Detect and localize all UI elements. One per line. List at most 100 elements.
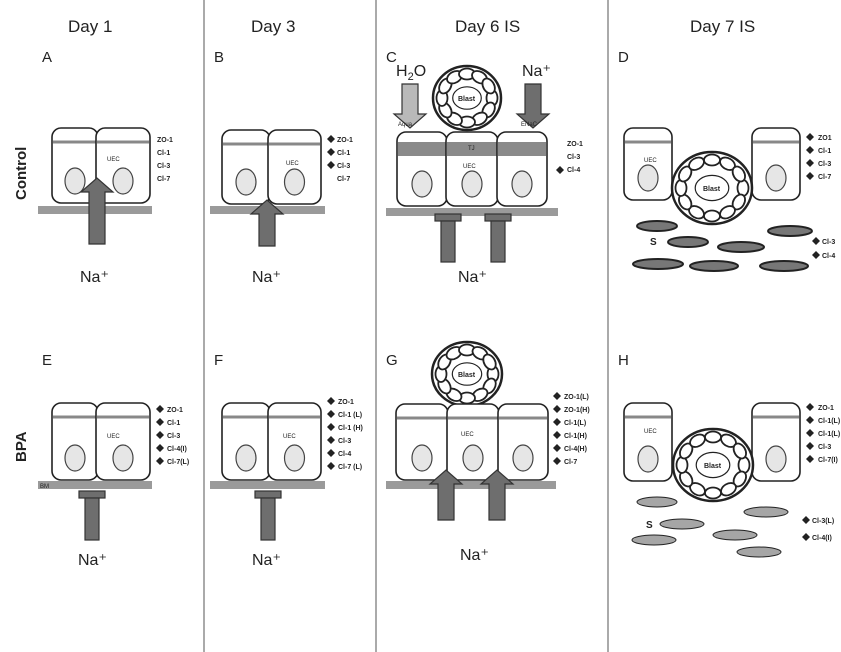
marker-f-1: Cl-1 (L) bbox=[338, 412, 362, 419]
diamond-h-4 bbox=[806, 455, 814, 463]
row-label-bpa: BPA bbox=[13, 431, 30, 462]
trophoblast-cell bbox=[703, 209, 721, 223]
nucleus bbox=[765, 164, 787, 192]
cell-body bbox=[751, 127, 801, 201]
ion-label-c: Na⁺ bbox=[458, 269, 487, 286]
diamond-h-0 bbox=[806, 403, 814, 411]
marker-e-3: Cl-4(I) bbox=[167, 446, 187, 453]
arrow-c-na bbox=[515, 83, 551, 129]
marker-f-4: Cl-4 bbox=[338, 451, 351, 458]
diamond-h-2 bbox=[806, 429, 814, 437]
stroma-h-1 bbox=[636, 496, 678, 508]
inner-cell-mass bbox=[695, 451, 731, 479]
arrow-g-up-1 bbox=[428, 469, 464, 521]
cell-d-1 bbox=[623, 127, 673, 201]
diamond-f-2 bbox=[327, 423, 335, 431]
channel-stem bbox=[440, 220, 456, 263]
marker-f-3: Cl-3 bbox=[338, 438, 351, 445]
diamond-f-5 bbox=[327, 462, 335, 470]
diamond-d-2 bbox=[806, 159, 814, 167]
cell-label-c: UEC bbox=[463, 164, 476, 170]
marker-e-4: Cl-7(L) bbox=[167, 459, 189, 466]
nucleus bbox=[235, 444, 257, 472]
channel-stem bbox=[84, 497, 100, 541]
channel-cap bbox=[484, 213, 512, 222]
marker-e-2: Cl-3 bbox=[167, 433, 180, 440]
arrow-a-up bbox=[79, 177, 115, 245]
stroma-d-2 bbox=[767, 225, 813, 237]
cell-body bbox=[497, 403, 549, 481]
header-day-1: Day 1 bbox=[68, 17, 112, 36]
stroma-label-d: S bbox=[650, 237, 657, 248]
diamond-g-1 bbox=[553, 405, 561, 413]
marker-c-1: Cl-3 bbox=[567, 154, 580, 161]
cell-h-1 bbox=[623, 402, 673, 482]
header-day-6-is: Day 6 IS bbox=[455, 17, 520, 36]
panel-label-g: G bbox=[386, 352, 398, 369]
diamond-f-3 bbox=[327, 436, 335, 444]
channel-cap bbox=[254, 490, 282, 499]
marker-a-0: ZO-1 bbox=[157, 137, 173, 144]
blast-h: Blast bbox=[671, 427, 755, 503]
trophoblast-cell bbox=[731, 165, 746, 183]
marker-b-2: Cl-3 bbox=[337, 163, 350, 170]
trophoblast-cell bbox=[703, 153, 721, 167]
cell-label-b: UEC bbox=[286, 161, 299, 167]
stroma-marker-d-1: Cl-4 bbox=[822, 253, 835, 260]
nucleus bbox=[637, 164, 659, 192]
cell-b-2 bbox=[267, 129, 322, 205]
header-day-3: Day 3 bbox=[251, 17, 295, 36]
diamond-g-0 bbox=[553, 392, 561, 400]
water-label-c: H2O bbox=[396, 63, 426, 83]
stroma-d-3 bbox=[667, 236, 709, 248]
cell-label-d: UEC bbox=[644, 158, 657, 164]
tight-junction-band bbox=[398, 142, 446, 156]
channel-e bbox=[78, 490, 106, 541]
trophoblast-cell bbox=[704, 486, 722, 500]
stroma-h-2 bbox=[743, 506, 789, 518]
marker-h-2: Cl-1(L) bbox=[818, 431, 840, 438]
cell-f-2 bbox=[267, 402, 322, 481]
cell-h-2 bbox=[751, 402, 801, 482]
channel-stem bbox=[260, 497, 276, 541]
nucleus bbox=[462, 444, 484, 472]
marker-g-5: Cl-7 bbox=[564, 459, 577, 466]
marker-g-0: ZO-1(L) bbox=[564, 394, 589, 401]
diamond-e-1 bbox=[156, 418, 164, 426]
marker-d-2: Cl-3 bbox=[818, 161, 831, 168]
cell-label-f: UEC bbox=[283, 434, 296, 440]
trophoblast-cell bbox=[675, 456, 689, 474]
channel-stem bbox=[490, 220, 506, 263]
blast-label: Blast bbox=[703, 186, 721, 193]
cell-body bbox=[95, 127, 151, 204]
nucleus bbox=[235, 168, 257, 196]
channel-cap bbox=[434, 213, 462, 222]
nucleus bbox=[512, 444, 534, 472]
diamond-d-0 bbox=[806, 133, 814, 141]
nucleus bbox=[765, 445, 787, 473]
inner-cell-mass bbox=[694, 174, 730, 202]
nucleus bbox=[637, 445, 659, 473]
nucleus bbox=[411, 170, 433, 198]
blast-c: Blast bbox=[431, 64, 503, 132]
panel-label-c: C bbox=[386, 49, 397, 66]
membrane-g bbox=[386, 481, 556, 489]
membrane-f bbox=[210, 481, 325, 489]
stroma-label-h: S bbox=[646, 520, 653, 531]
panel-label-e: E bbox=[42, 352, 52, 369]
cell-f-1 bbox=[221, 402, 271, 481]
nucleus bbox=[112, 167, 134, 195]
marker-g-3: Cl-1(H) bbox=[564, 433, 587, 440]
panel-label-d: D bbox=[618, 49, 629, 66]
diamond-b-1 bbox=[327, 148, 335, 156]
ion-label-e: Na⁺ bbox=[78, 552, 107, 569]
inner-cell-mass bbox=[451, 362, 483, 386]
diamond-g-5 bbox=[553, 457, 561, 465]
stroma-d-4 bbox=[717, 241, 765, 253]
blast-d: Blast bbox=[670, 150, 754, 226]
panel-label-a: A bbox=[42, 49, 52, 66]
diamond-e-4 bbox=[156, 457, 164, 465]
marker-b-1: Cl-1 bbox=[337, 150, 350, 157]
cell-d-2 bbox=[751, 127, 801, 201]
